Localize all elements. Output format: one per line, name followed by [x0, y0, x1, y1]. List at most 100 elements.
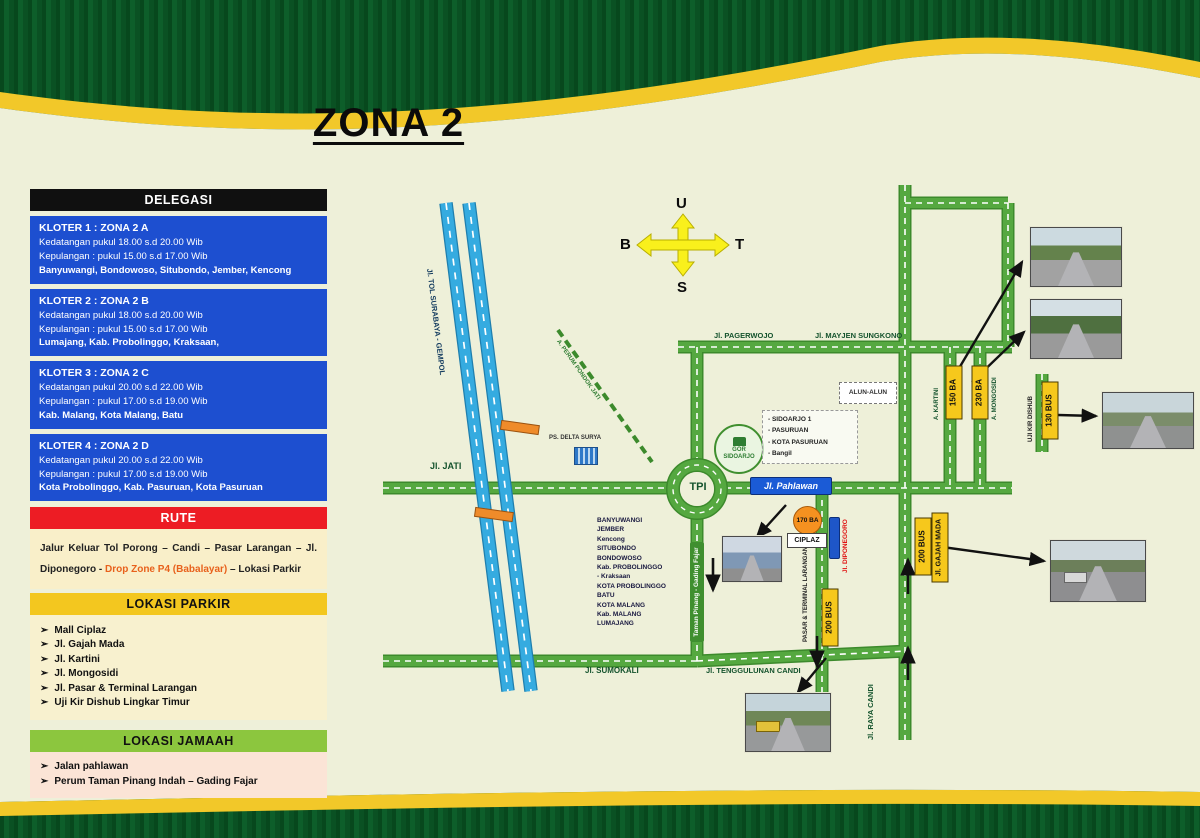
kloter-cities: Lumajang, Kab. Probolinggo, Kraksaan, — [39, 337, 219, 349]
photo-gajah-mada — [1050, 540, 1146, 602]
parkir-item-label: Jl. Gajah Mada — [54, 639, 125, 651]
arrow-bullet-icon: ➢ — [40, 775, 49, 787]
city-item: KOTA MALANG — [597, 601, 646, 609]
kloter-3-panel: KLOTER 3 : ZONA 2 C Kedatangan pukul 20.… — [30, 361, 327, 429]
jamaah-item-label: Jalan pahlawan — [54, 761, 129, 773]
capacity-badge-uji-kir: 130 BUS — [1041, 381, 1059, 440]
pondok-jati-label: A. PERUM PONDOK JATI — [555, 339, 602, 402]
kloter-departure: Kepulangan : pukul 17.00 s.d 19.00 Wib — [39, 468, 208, 480]
list-item: ➢ Jl. Gajah Mada — [40, 639, 317, 650]
delta-surya-building-icon — [574, 447, 598, 465]
route-text: Jalur Keluar Tol Porong – Candi – Pasar … — [40, 543, 317, 576]
parkir-header: LOKASI PARKIR — [30, 593, 327, 616]
gor-route-item: - Bangil — [768, 450, 792, 458]
pahlawan-road-badge: Jl. Pahlawan — [750, 477, 832, 495]
drop-zone-marker — [829, 517, 840, 559]
kloter-departure: Kepulangan : pukul 17.00 s.d 19.00 Wib — [39, 396, 208, 408]
kloter-cities: Kota Probolinggo, Kab. Pasuruan, Kota Pa… — [39, 482, 263, 494]
photo-street-kartini — [1030, 227, 1122, 287]
list-item: ➢ Jl. Kartini — [40, 654, 317, 665]
parkir-item-label: Jl. Kartini — [54, 653, 100, 665]
photo-street-mongosidi — [1030, 299, 1122, 359]
city-item: LUMAJANG — [597, 620, 634, 628]
arrow-bullet-icon: ➢ — [40, 653, 49, 665]
kloter-title: KLOTER 2 : ZONA 2 B — [39, 294, 149, 307]
kloter-arrival: Kedatangan pukul 20.00 s.d 22.00 Wib — [39, 454, 203, 466]
kloter-title: KLOTER 1 : ZONA 2 A — [39, 222, 149, 234]
toll-road-label: Jl. TOL SURABAYA - GEMPOL — [425, 268, 448, 376]
capacity-badge-kartini: 150 BA — [945, 365, 963, 420]
list-item: ➢ Uji Kir Dishub Lingkar Timur — [40, 697, 317, 708]
tenggulunan-road-label: Jl. TENGGULUNAN CANDI — [706, 666, 801, 675]
kloter-1-panel: KLOTER 1 : ZONA 2 A Kedatangan pukul 18.… — [30, 216, 327, 284]
pondok-jati-road — [556, 328, 654, 464]
capacity-badge-ciplaz: 170 BA — [793, 506, 822, 535]
city-item: - Kraksaan — [597, 573, 631, 581]
list-item: ➢ Perum Taman Pinang Indah – Gading Fajar — [40, 776, 317, 787]
list-item: ➢ Mall Ciplaz — [40, 625, 317, 636]
capacity-badge-mongosidi: 230 BA — [971, 365, 989, 420]
kartini-road-label: A. KARTINI — [934, 388, 940, 420]
delegasi-header: DELEGASI — [30, 189, 327, 211]
list-item: ➢Jl. Pasar & Terminal Larangan — [40, 683, 317, 694]
list-item: ➢ Jalan pahlawan — [40, 761, 317, 772]
city-item: BANYUWANGI — [597, 517, 643, 524]
kloter-cities: Banyuwangi, Bondowoso, Situbondo, Jember… — [39, 264, 292, 276]
kloter-4-panel: KLOTER 4 : ZONA 2 D Kedatangan pukul 20.… — [30, 433, 327, 502]
arrow-bullet-icon: ➢ — [40, 761, 49, 773]
rute-header: RUTE — [30, 507, 327, 530]
city-item: JEMBER — [597, 526, 625, 534]
legend-sidebar: DELEGASI KLOTER 1 : ZONA 2 A Kedatangan … — [30, 189, 327, 799]
ciplaz-label: CIPLAZ — [787, 533, 827, 548]
pagerwojo-road-label: Jl. PAGERWOJO — [714, 331, 774, 340]
city-item: BONDOWOSO — [597, 554, 642, 562]
parkir-item-label: Mall Ciplaz — [54, 624, 107, 636]
compass-west-label: B — [620, 236, 631, 253]
mongosidi-road-label: A. MONGOSIDI — [992, 377, 998, 420]
jamaah-item-label: Perum Taman Pinang Indah – Gading Fajar — [54, 775, 258, 787]
route-dropzone-highlight: Drop Zone P4 (Babalayar) — [105, 564, 228, 576]
city-item: Kab. PROBOLINGGO — [597, 564, 663, 572]
stadium-icon — [732, 437, 746, 447]
gor-sidoarjo-marker: GOR SIDOARJO — [714, 424, 764, 474]
city-item: Kencong — [597, 535, 625, 543]
tpi-roundabout-label: TPI — [689, 481, 707, 493]
toll-road — [439, 202, 538, 692]
kloter-2-panel: KLOTER 2 : ZONA 2 B Kedatangan pukul 18.… — [30, 288, 327, 357]
kloter-departure: Kepulangan : pukul 15.00 s.d 17.00 Wib — [39, 250, 208, 262]
parkir-item-label: Jl. Mongosidi — [54, 668, 119, 680]
kloter-arrival: Kedatangan pukul 18.00 s.d 20.00 Wib — [39, 309, 203, 321]
diponegoro-road-label: Jl. DIPONEGORO — [842, 519, 849, 573]
gor-label: GOR SIDOARJO — [723, 447, 755, 460]
jati-road-label: Jl. JATI — [430, 461, 462, 471]
alun-alun-marker: ALUN-ALUN — [839, 382, 897, 404]
origin-city-list: BANYUWANGI JEMBER Kencong SITUBONDO BOND… — [597, 516, 666, 629]
toll-gate-icons — [473, 419, 540, 523]
photo-mall-ciplaz — [722, 536, 782, 582]
route-description: Jalur Keluar Tol Porong – Candi – Pasar … — [30, 529, 327, 590]
green-roads — [383, 185, 1049, 740]
city-item: KOTA PROBOLINGGO — [597, 582, 666, 590]
parkir-item-label: Uji Kir Dishub Lingkar Timur — [54, 697, 190, 709]
kloter-arrival: Kedatangan pukul 20.00 s.d 22.00 Wib — [39, 382, 203, 394]
capacity-badge-larangan: 200 BUS — [821, 588, 839, 647]
arrow-bullet-icon: ➢ — [40, 639, 49, 651]
pasar-terminal-label: PASAR & TERMINAL LARANGAN — [803, 546, 809, 642]
city-item: Kab. MALANG — [597, 611, 642, 619]
photo-uji-kir-dishub — [1102, 392, 1194, 449]
arrow-bullet-icon: ➢ — [40, 624, 49, 636]
kloter-arrival: Kedatangan pukul 18.00 s.d 20.00 Wib — [39, 237, 203, 249]
capacity-badge-gajah-mada: 200 BUS — [914, 517, 932, 576]
arrow-bullet-icon: ➢ — [40, 697, 49, 709]
photo-terminal-larangan — [745, 693, 831, 752]
delta-surya-label: PS. DELTA SURYA — [549, 435, 602, 441]
raya-candi-road-label: Jl. RAYA CANDI — [866, 684, 875, 740]
jamaah-list: ➢ Jalan pahlawan ➢ Perum Taman Pinang Inda… — [30, 751, 327, 799]
gor-route-item: - KOTA PASURUAN — [768, 438, 828, 446]
gajah-mada-road-badge: Jl. GAJAH MADA — [931, 512, 949, 583]
page-title: ZONA 2 — [312, 101, 465, 145]
compass-north-label: U — [676, 195, 687, 212]
sumokali-road-label: Jl. SUMOKALI — [585, 666, 639, 675]
gor-route-item: - PASURUAN — [768, 427, 809, 435]
